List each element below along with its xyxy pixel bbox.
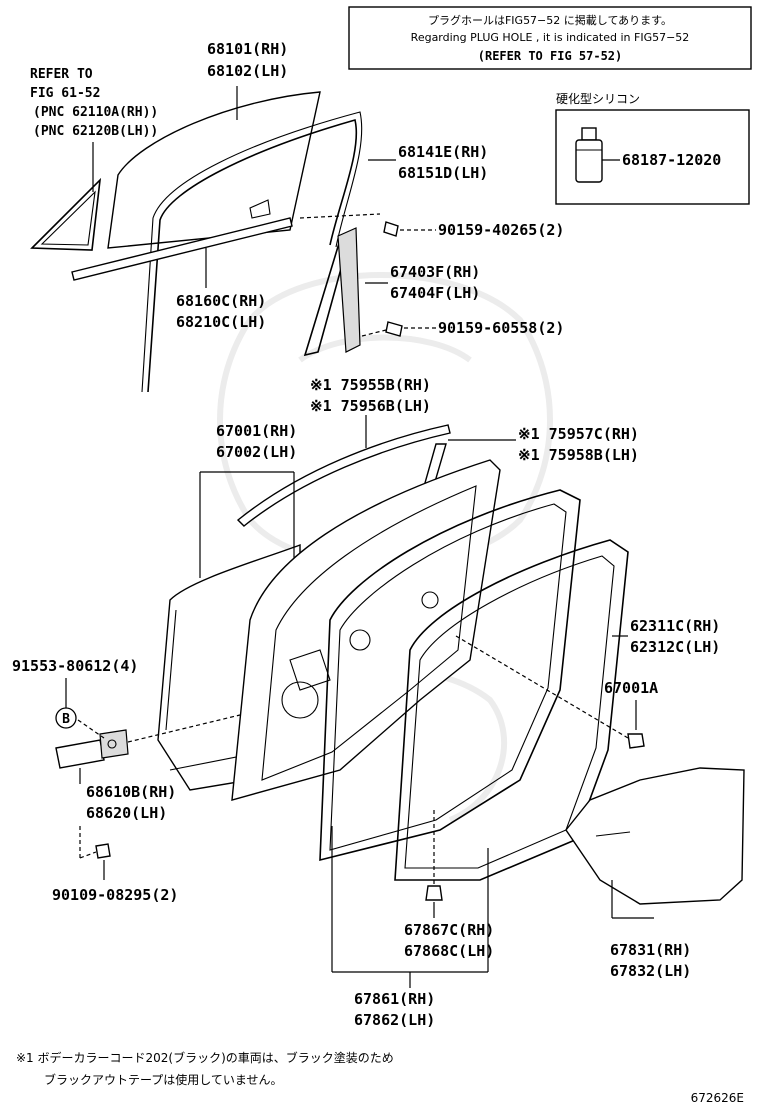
notice-line-3: (REFER TO FIG 57-52) (478, 49, 623, 63)
bolt-90159-60558: 90159-60558(2) (361, 319, 564, 337)
label-68620-lh: 68620(LH) (86, 804, 167, 822)
label-67001a: 67001A (604, 679, 658, 697)
bolt-90109-08295: 90109-08295(2) (52, 826, 178, 904)
label-67831-rh: 67831(RH) (610, 941, 691, 959)
label-75958b-lh: ※1 75958B(LH) (518, 446, 639, 464)
sealant-tube-icon (575, 127, 603, 183)
bolt-91553-80612: 91553-80612(4) B (12, 657, 138, 739)
label-90109-08295: 90109-08295(2) (52, 886, 178, 904)
hinge-assembly-68610b: 68610B(RH) 68620(LH) (55, 714, 241, 822)
label-62311c-rh: 62311C(RH) (630, 617, 720, 635)
weatherstrip-67861-callout: 67861(RH) 67862(LH) (331, 826, 489, 1029)
label-91553-80612: 91553-80612(4) (12, 657, 138, 675)
blackout-tape-75955b: ※1 75955B(RH) ※1 75956B(LH) (236, 376, 451, 527)
door-glass-68101: 68101(RH) 68102(LH) (107, 40, 321, 249)
notice-line-2: Regarding PLUG HOLE , it is indicated in… (411, 31, 690, 44)
sealant-title: 硬化型シリコン (556, 92, 640, 106)
label-67404f-lh: 67404F(LH) (390, 284, 480, 302)
label-90159-60558: 90159-60558(2) (438, 319, 564, 337)
refer-line-1: REFER TO (30, 67, 93, 82)
belt-moulding-68160c: 68160C(RH) 68210C(LH) (71, 217, 293, 331)
door-weatherstrip-inner (319, 489, 581, 862)
label-67832-lh: 67832(LH) (610, 962, 691, 980)
label-68210c-lh: 68210C(LH) (176, 313, 266, 331)
label-67868c-lh: 67868C(LH) (404, 942, 494, 960)
clip-67001a: 67001A (455, 635, 658, 749)
label-68160c-rh: 68160C(RH) (176, 292, 266, 310)
label-68187-12020: 68187-12020 (622, 151, 721, 169)
service-hole-cover-67831: 67831(RH) 67832(LH) (565, 767, 745, 980)
b-marker-label: B (62, 712, 70, 727)
clip-67867c: 67867C(RH) 67868C(LH) (404, 810, 494, 960)
label-68151d-lh: 68151D(LH) (398, 164, 488, 182)
footnote: ※1 ボデーカラーコード202(ブラック)の車両は、ブラック塗装のため ブラック… (16, 1050, 394, 1087)
label-67002-lh: 67002(LH) (216, 443, 297, 461)
label-67403f-rh: 67403F(RH) (390, 263, 480, 281)
refer-line-3: (PNC 62110A(RH)) (33, 105, 158, 120)
diagram-code: 672626E (691, 1091, 744, 1105)
plug-hole-notice-box: プラグホールはFIG57−52 に掲載してあります。 Regarding PLU… (348, 6, 752, 70)
refer-line-4: (PNC 62120B(LH)) (33, 124, 158, 139)
label-75956b-lh: ※1 75956B(LH) (310, 397, 431, 415)
label-67001-rh: 67001(RH) (216, 422, 297, 440)
b-marker-circle (55, 707, 77, 729)
label-68102-lh: 68102(LH) (207, 62, 288, 80)
refer-fig-61-52-block: REFER TO FIG 61-52 (PNC 62110A(RH)) (PNC… (30, 67, 158, 192)
label-62312c-lh: 62312C(LH) (630, 638, 720, 656)
quarter-window-glass (30, 177, 102, 251)
label-67867c-rh: 67867C(RH) (404, 921, 494, 939)
notice-line-1: プラグホールはFIG57−52 に掲載してあります。 (428, 13, 672, 27)
glass-run-68141e: 68141E(RH) 68151D(LH) (141, 111, 488, 393)
label-67861-rh: 67861(RH) (354, 990, 435, 1008)
label-75955b-rh: ※1 75955B(RH) (310, 376, 431, 394)
door-inner-frame (231, 459, 501, 801)
sealant-box: 硬化型シリコン 68187-12020 (555, 92, 750, 205)
label-75957c-rh: ※1 75957C(RH) (518, 425, 639, 443)
label-68101-rh: 68101(RH) (207, 40, 288, 58)
label-68141e-rh: 68141E(RH) (398, 143, 488, 161)
bolt-90159-40265: 90159-40265(2) (299, 213, 564, 239)
footnote-line-1: ※1 ボデーカラーコード202(ブラック)の車両は、ブラック塗装のため (16, 1050, 394, 1065)
door-weatherstrip-62311c: 62311C(RH) 62312C(LH) (394, 539, 720, 881)
footnote-line-2: ブラックアウトテープは使用していません。 (44, 1072, 283, 1087)
label-67862-lh: 67862(LH) (354, 1011, 435, 1029)
refer-line-2: FIG 61-52 (30, 86, 100, 101)
label-68610b-rh: 68610B(RH) (86, 783, 176, 801)
rear-lower-sash-67403f: 67403F(RH) 67404F(LH) (303, 227, 480, 357)
label-90159-40265: 90159-40265(2) (438, 221, 564, 239)
